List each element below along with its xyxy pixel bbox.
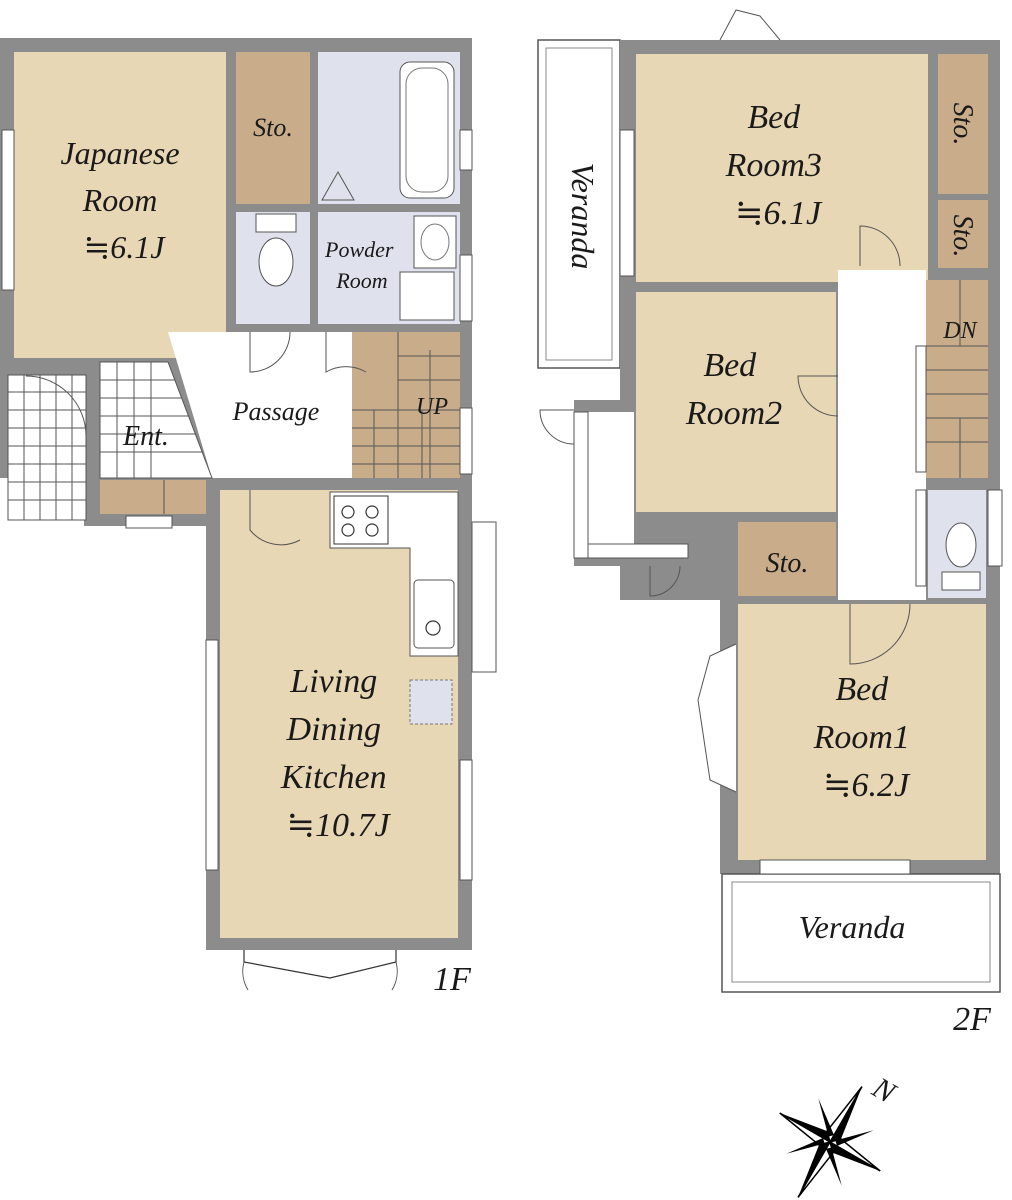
powder-room-label: Powder Room (324, 237, 399, 293)
storage-2f-b-floor (938, 200, 988, 268)
veranda-west-label: Veranda (565, 163, 601, 270)
japanese-room-floor (14, 52, 226, 358)
stairs-2f (926, 280, 988, 478)
bed-room3-label: Bed Room3 ≒6.1J (725, 99, 831, 232)
ldk-label: Living Dining Kitchen ≒10.7J (280, 663, 395, 844)
storage-2f-c-label: Sto. (766, 548, 809, 579)
bed-room2-floor (636, 292, 836, 512)
japanese-room-label: Japanese Room ≒6.1J (60, 135, 187, 265)
first-floor: Japanese Room ≒6.1J Sto. Powder Room Pas… (0, 38, 497, 998)
compass-north-label: N (866, 1071, 902, 1111)
floor-1f-label: 1F (433, 961, 472, 998)
bed-room1-floor (738, 604, 986, 860)
passage-label: Passage (232, 397, 320, 426)
veranda-south-label: Veranda (799, 909, 906, 945)
bed-room2-label: Bed Room2 (685, 347, 782, 432)
floor-2f-label: 2F (953, 1001, 992, 1038)
compass-icon (779, 1086, 881, 1198)
bed-room1-label: Bed Room1 ≒6.2J (813, 671, 919, 804)
storage-2f-a-label: Sto. (947, 103, 978, 146)
storage-1f-label: Sto. (253, 113, 293, 142)
entrance-floor (99, 361, 213, 479)
storage-2f-b-label: Sto. (947, 215, 978, 258)
storage-1f-floor (236, 52, 310, 204)
bed-room3-floor (636, 54, 928, 282)
entrance-label: Ent. (122, 421, 169, 452)
storage-2f-c-floor (738, 522, 836, 596)
second-floor: Bed Room3 ≒6.1J Bed Room2 Bed Room1 ≒6.2… (537, 9, 1003, 1038)
stairs-down-label: DN (942, 318, 978, 344)
stairs-up-label: UP (416, 394, 448, 420)
storage-2f-a-floor (938, 54, 988, 194)
